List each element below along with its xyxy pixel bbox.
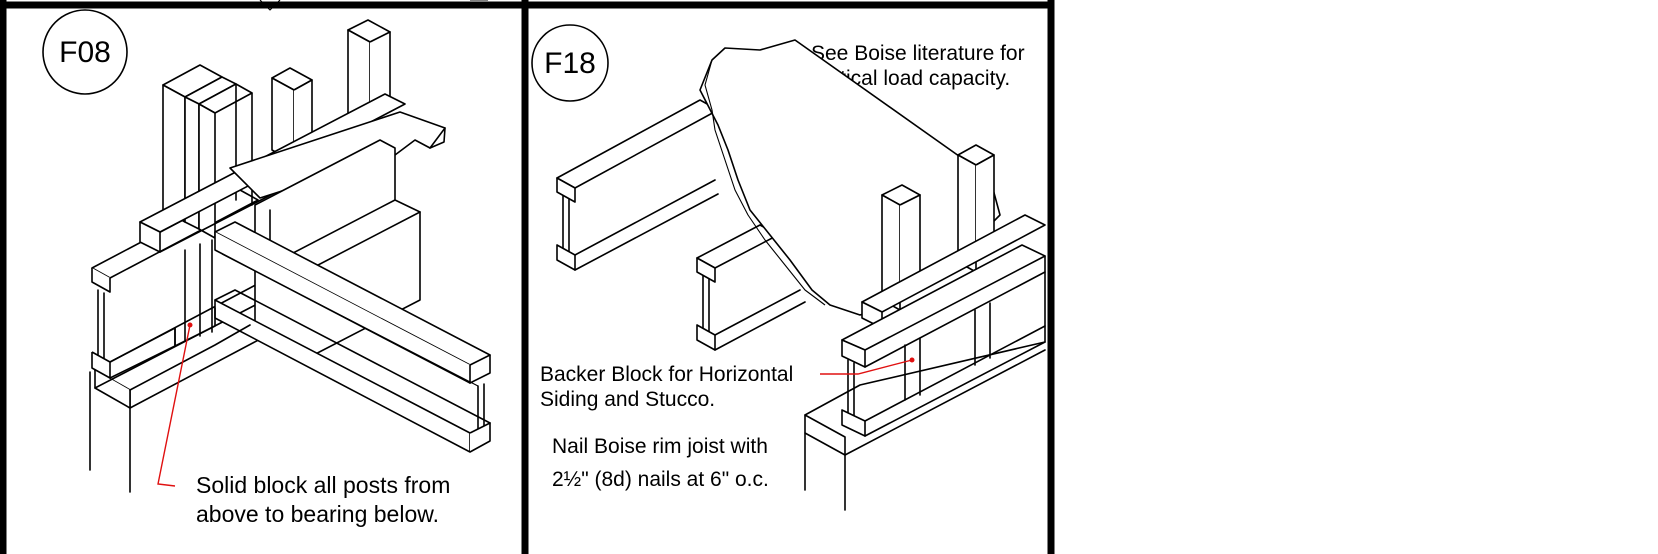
panel-f18: F18 See Boise literature for vertical lo… [531,24,1046,511]
rim-wall-f18 [841,244,1046,437]
note-backer-block: Backer Block for Horizontal Siding and S… [540,363,799,411]
leader-solid-block [157,324,191,487]
note-backer-block-line1: Backer Block for Horizontal [540,363,793,386]
note-backer-block-line2: Siding and Stucco. [540,388,715,411]
note-solid-block-line1: Solid block all posts from [196,472,450,498]
ijoist-far-left-f18 [556,99,719,271]
note-solid-block-line2: above to bearing below. [196,501,439,527]
detail-tag-circle [42,9,128,95]
note-nail-rim-joist-line1: Nail Boise rim joist with [552,435,768,458]
ijoist-middle-f18 [696,224,806,351]
panel-frames [0,0,1055,554]
note-nail-rim-joist: Nail Boise rim joist with 2½" (8d) nails… [552,435,774,491]
leader-backer-block [820,359,913,375]
detail-tag-label: F08 [59,36,111,69]
detail-tag-f08: F08 [42,9,128,95]
note-boise-literature-line1: See Boise literature for [811,42,1025,65]
note-nail-rim-joist-line2: 2½" (8d) nails at 6" o.c. [552,468,769,491]
note-boise-literature-line2: vertical load capacity. [811,67,1010,90]
detail-tag-label: F18 [544,47,596,80]
main-ijoist-f08 [214,221,491,453]
foundation-f18 [804,341,1046,511]
rear-joist-f08 [91,189,259,379]
post-blocking-f08 [129,239,251,391]
subfloor-sheathing-f18 [699,39,1001,316]
top-remnant-mark [259,0,281,11]
leader-dot [909,357,915,363]
note-solid-block: Solid block all posts from above to bear… [196,472,457,527]
detail-tag-f18: F18 [531,24,609,102]
detail-tag-circle [531,24,609,102]
note-boise-literature: See Boise literature for vertical load c… [811,42,1030,90]
leader-dot [187,322,193,328]
panel-f08: F08 [42,9,491,527]
